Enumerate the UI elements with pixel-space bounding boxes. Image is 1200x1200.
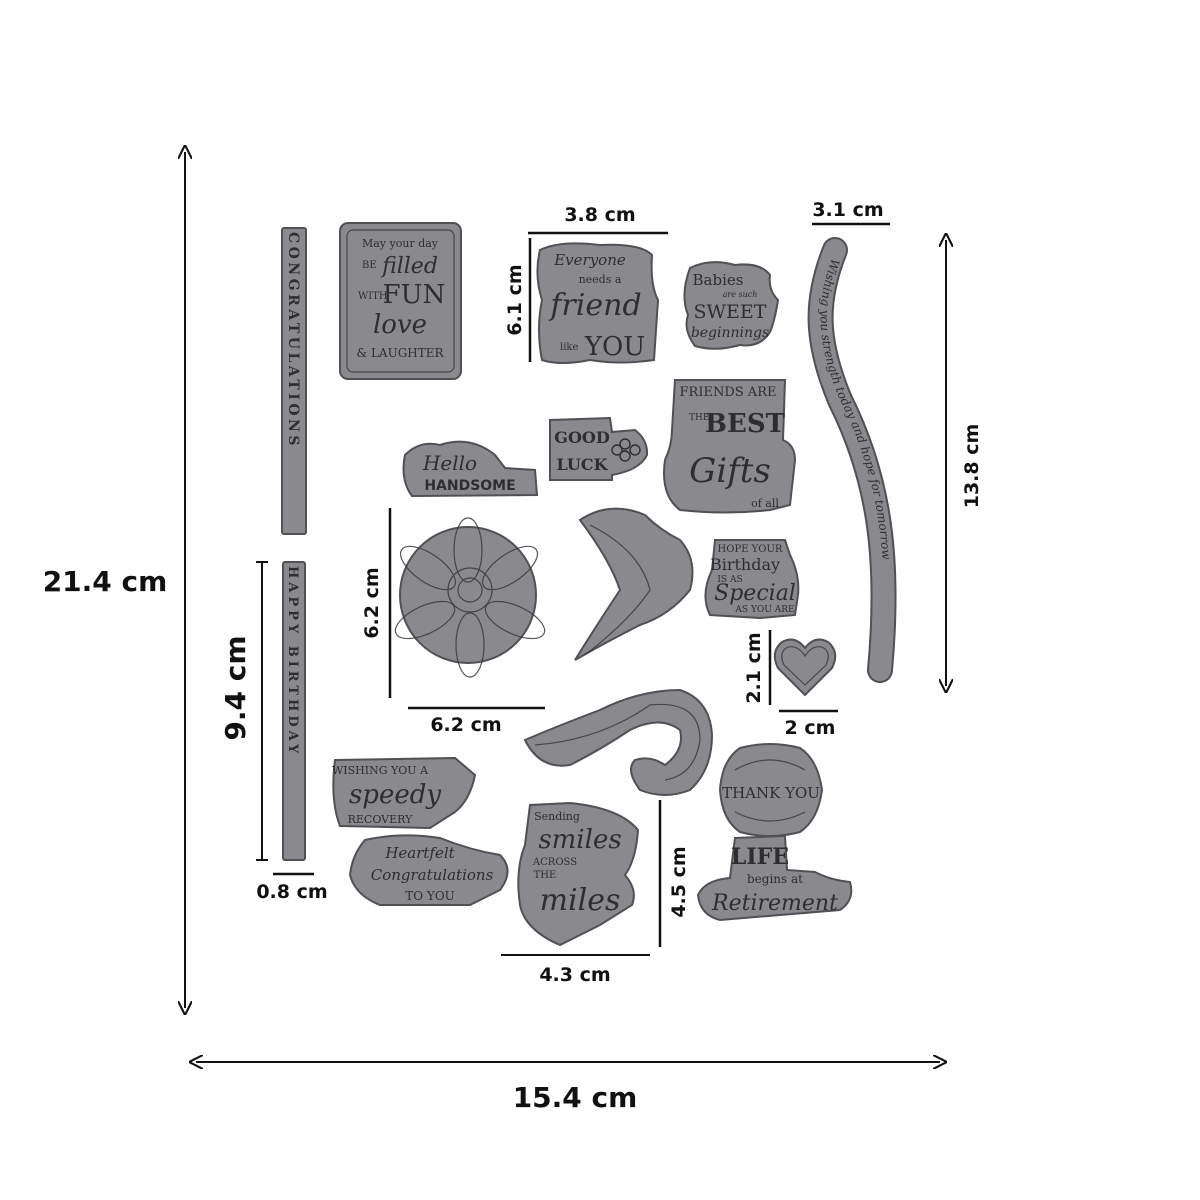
svg-text:& LAUGHTER: & LAUGHTER — [356, 346, 444, 360]
svg-text:miles: miles — [540, 883, 621, 918]
stamp-hello-handsome: Hello HANDSOME — [402, 440, 539, 498]
svg-text:friend: friend — [548, 288, 641, 323]
svg-text:13.8 cm: 13.8 cm — [961, 424, 983, 509]
svg-text:GOOD: GOOD — [554, 428, 610, 447]
svg-text:ACROSS: ACROSS — [532, 857, 577, 868]
svg-text:Birthday: Birthday — [710, 555, 780, 574]
svg-text:THE: THE — [689, 413, 709, 423]
congratulations-text: CONGRATULATIONS — [285, 232, 301, 449]
svg-text:May your day: May your day — [362, 237, 439, 250]
svg-text:SWEET: SWEET — [694, 301, 767, 323]
stamp-sending-smiles: Sending smiles ACROSS THE miles — [517, 801, 640, 947]
svg-text:WISHING YOU A: WISHING YOU A — [332, 764, 429, 777]
svg-text:love: love — [373, 310, 427, 340]
svg-text:0.8 cm: 0.8 cm — [256, 881, 327, 903]
svg-text:HOPE YOUR: HOPE YOUR — [718, 544, 783, 555]
stamp-good-luck: GOOD LUCK — [549, 416, 649, 481]
svg-text:6.1 cm: 6.1 cm — [504, 264, 526, 335]
stamp-fern-scroll — [523, 688, 714, 796]
overall-width-dimension: 15.4 cm — [196, 1062, 940, 1114]
svg-text:FUN: FUN — [383, 280, 446, 310]
flower-height-dimension: 6.2 cm — [361, 508, 392, 698]
svg-text:begins at: begins at — [747, 872, 803, 886]
svg-text:Wishing you strength today and: Wishing you strength today and hope for … — [818, 257, 894, 561]
svg-text:4.3 cm: 4.3 cm — [539, 964, 610, 986]
svg-text:Gifts: Gifts — [689, 451, 771, 491]
svg-text:TO YOU: TO YOU — [405, 889, 455, 903]
svg-text:BE: BE — [362, 260, 377, 271]
strip-width-dimension: 3.1 cm — [812, 199, 890, 226]
svg-text:YOU: YOU — [584, 332, 645, 362]
svg-text:needs a: needs a — [579, 273, 622, 286]
happy-birthday-height-dimension: 9.4 cm — [219, 561, 268, 861]
svg-text:3.8 cm: 3.8 cm — [564, 204, 635, 226]
stamp-life-retirement: LIFE begins at Retirement — [696, 834, 853, 922]
svg-text:Heartfelt: Heartfelt — [384, 844, 455, 862]
strip-text: Wishing you strength today and hope for … — [818, 257, 894, 561]
stamp-dahlia-flower — [394, 517, 546, 678]
svg-text:are such: are such — [723, 290, 758, 299]
svg-text:LUCK: LUCK — [557, 455, 609, 474]
svg-text:of all: of all — [751, 497, 779, 510]
svg-text:Hello: Hello — [422, 451, 477, 475]
smiles-width-dimension: 4.3 cm — [501, 954, 650, 986]
stamp-happy-birthday: HAPPY BIRTHDAY — [282, 561, 306, 861]
svg-text:HANDSOME: HANDSOME — [424, 478, 515, 494]
friend-width-dimension: 3.8 cm — [528, 204, 668, 235]
svg-text:Sending: Sending — [534, 810, 580, 823]
overall-width-label: 15.4 cm — [513, 1081, 638, 1114]
stamp-speedy-recovery: WISHING YOU A speedy RECOVERY — [332, 756, 477, 830]
svg-text:Special: Special — [714, 581, 796, 606]
svg-text:speedy: speedy — [349, 780, 441, 810]
svg-text:3.1 cm: 3.1 cm — [812, 199, 883, 221]
svg-text:2.1 cm: 2.1 cm — [743, 632, 765, 703]
svg-text:filled: filled — [380, 254, 438, 279]
svg-text:IS AS: IS AS — [717, 575, 742, 585]
svg-text:Congratulations: Congratulations — [371, 866, 494, 884]
stamp-friend: Everyone needs a friend like YOU — [536, 242, 660, 364]
svg-text:6.2 cm: 6.2 cm — [361, 567, 383, 638]
svg-text:FRIENDS ARE: FRIENDS ARE — [680, 385, 777, 400]
svg-text:9.4 cm: 9.4 cm — [219, 635, 252, 740]
overall-height-label: 21.4 cm — [43, 565, 168, 598]
svg-text:LIFE: LIFE — [731, 844, 789, 870]
svg-text:THANK YOU: THANK YOU — [722, 784, 820, 802]
svg-text:Everyone: Everyone — [553, 251, 626, 269]
svg-text:Babies: Babies — [693, 271, 744, 289]
svg-text:6.2 cm: 6.2 cm — [430, 714, 501, 736]
overall-height-dimension: 21.4 cm — [43, 152, 185, 1008]
stamp-heart — [773, 638, 837, 697]
smiles-height-dimension: 4.5 cm — [658, 800, 690, 947]
stamp-babies: Babies are such SWEET beginnings — [683, 261, 780, 350]
stamp-best-gifts: FRIENDS ARE THE BEST Gifts of all — [663, 379, 797, 514]
svg-text:BEST: BEST — [705, 409, 786, 439]
stamp-special-birthday: HOPE YOUR Birthday IS AS Special AS YOU … — [704, 539, 800, 620]
flower-width-dimension: 6.2 cm — [408, 706, 545, 736]
stamp-wishing-strength-strip: Wishing you strength today and hope for … — [807, 237, 897, 683]
svg-text:like: like — [560, 342, 578, 353]
clover-icon — [611, 438, 641, 462]
strip-height-dimension: 13.8 cm — [946, 240, 983, 686]
stamp-thank-you: THANK YOU — [718, 743, 824, 837]
stamp-may-your-day: May your day BE filled WITH FUN love & L… — [339, 222, 462, 380]
heart-width-dimension: 2 cm — [779, 709, 838, 739]
svg-text:RECOVERY: RECOVERY — [348, 813, 413, 826]
friend-height-dimension: 6.1 cm — [504, 238, 532, 362]
happy-birthday-width-dimension: 0.8 cm — [256, 872, 328, 903]
svg-text:beginnings: beginnings — [691, 325, 769, 341]
happy-birthday-text: HAPPY BIRTHDAY — [285, 566, 300, 757]
svg-text:2 cm: 2 cm — [785, 717, 836, 739]
svg-text:AS YOU ARE: AS YOU ARE — [734, 605, 794, 615]
stamp-heartfelt-congratulations: Heartfelt Congratulations TO YOU — [348, 834, 509, 906]
svg-text:THE: THE — [534, 870, 557, 881]
svg-text:Retirement: Retirement — [711, 891, 838, 916]
svg-text:WITH: WITH — [358, 291, 388, 302]
svg-text:4.5 cm: 4.5 cm — [668, 846, 690, 917]
stamp-feather-leaf — [574, 507, 694, 661]
stamp-congratulations: CONGRATULATIONS — [281, 227, 307, 535]
heart-height-dimension: 2.1 cm — [743, 630, 772, 705]
svg-text:smiles: smiles — [538, 825, 621, 855]
